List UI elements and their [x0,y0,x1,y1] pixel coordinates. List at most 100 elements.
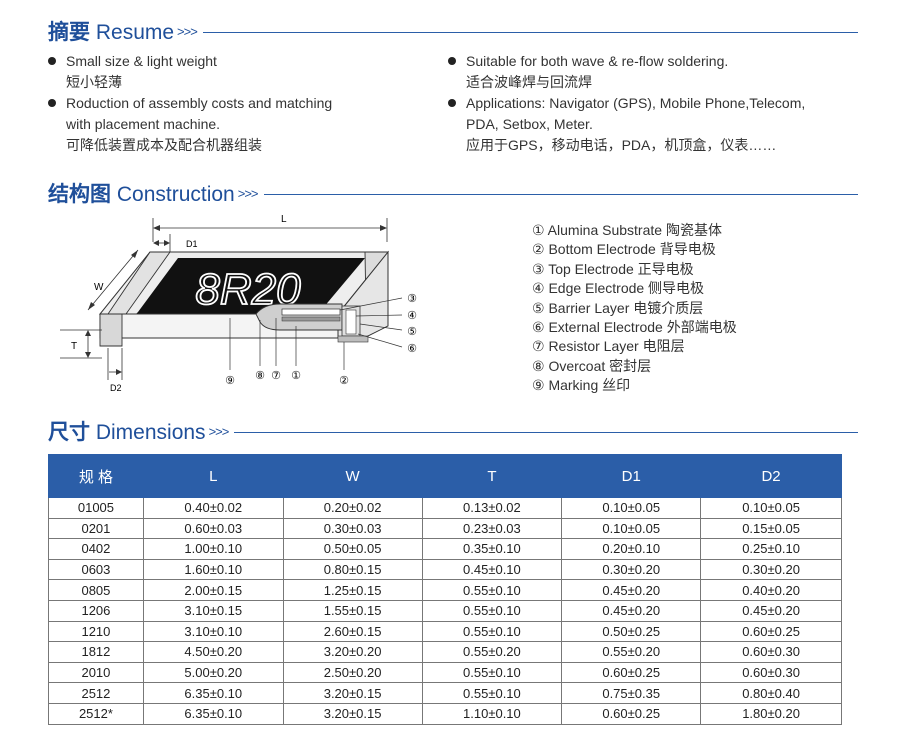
table-cell: 0.20±0.02 [282,497,423,519]
table-cell: 0201 [48,517,144,540]
legend-item: ⑦ Resistor Layer 电阻层 [532,338,685,355]
table-cell: 0.13±0.02 [421,497,563,519]
construction-title: 结构图 Construction [48,183,235,206]
table-cell: 1.55±0.15 [282,599,423,622]
callout-9: ⑨ [225,375,235,387]
resume-heading: 摘要 Resume >>> [48,16,858,46]
table-cell: 0.55±0.20 [561,641,702,663]
table-cell: 0.55±0.10 [421,682,563,704]
resistor-construction-diagram: L D1 8R20 W T D2 ③ ④ ⑤ ⑥ [60,214,417,393]
table-cell: 0.55±0.10 [421,620,563,643]
table-cell: 4.50±0.20 [142,641,284,663]
table-cell: 0.55±0.10 [421,661,563,684]
table-cell: 0.80±0.15 [282,558,423,581]
table-cell: 0.20±0.10 [561,538,702,560]
header-d2: D2 [700,454,842,498]
table-cell: 0.60±0.30 [700,661,842,684]
feature-item: Applications: Navigator (GPS), Mobile Ph… [448,93,805,114]
table-cell: 0.60±0.30 [700,641,842,663]
feature-item: Roduction of assembly costs and matching [48,93,332,114]
bullet-icon [448,99,456,107]
table-cell: 0805 [48,579,144,601]
table-cell: 0.23±0.03 [421,517,563,540]
table-cell: 0.60±0.03 [142,517,284,540]
dim-label-l: L [281,214,287,225]
table-cell: 0402 [48,538,144,560]
table-cell: 2512 [48,682,144,704]
legend-item: ⑨ Marking 丝印 [532,377,631,394]
table-cell: 6.35±0.10 [142,702,284,725]
construction-rule [263,194,858,195]
table-cell: 3.20±0.15 [282,682,423,704]
header-t: T [421,454,563,498]
legend-item: ⑧ Overcoat 密封层 [532,357,652,374]
table-cell: 0.40±0.20 [700,579,842,601]
legend-item: ① Alumina Substrate 陶瓷基体 [532,222,722,238]
table-cell: 1812 [48,641,144,663]
resume-rule [202,32,858,33]
callout-1: ① [291,370,301,382]
legend-item: ⑥ External Electrode 外部端电极 [532,319,737,336]
table-cell: 1.00±0.10 [142,538,284,560]
table-cell: 0.30±0.20 [700,558,842,581]
callout-7: ⑦ [271,370,281,382]
dim-label-d1: D1 [186,239,198,249]
table-cell: 0.25±0.10 [700,538,842,560]
table-cell: 0.10±0.05 [700,497,842,519]
table-cell: 1210 [48,620,144,643]
table-cell: 3.10±0.15 [142,599,284,622]
table-cell: 0.45±0.20 [700,599,842,622]
callout-3: ③ [407,293,417,305]
table-cell: 0.30±0.03 [282,517,423,540]
dimensions-title: 尺寸 Dimensions [48,421,206,444]
header-w: W [282,454,423,498]
table-cell: 6.35±0.10 [142,682,284,704]
resume-title: 摘要 Resume [48,21,175,44]
feature-item: Suitable for both wave & re-flow solderi… [448,51,805,72]
table-cell: 0.50±0.05 [282,538,423,560]
table-cell: 0.80±0.40 [700,682,842,704]
callout-6: ⑥ [407,343,417,355]
table-cell: 0.10±0.05 [561,517,702,540]
dim-label-d2: D2 [110,383,122,393]
table-header-row: 规 格 L W T D1 D2 [48,454,842,498]
table-cell: 2.00±0.15 [142,579,284,601]
table-cell: 0.10±0.05 [561,497,702,519]
table-cell: 2010 [48,661,144,684]
table-cell: 0.45±0.10 [421,558,563,581]
legend-item: ⑤ Barrier Layer 电镀介质层 [532,299,704,316]
header-l: L [142,454,284,498]
table-cell: 0.45±0.20 [561,579,702,601]
legend-item: ② Bottom Electrode 背导电极 [532,241,716,258]
table-cell: 0.60±0.25 [561,702,702,725]
table-cell: 2512* [48,702,144,725]
table-cell: 0.55±0.20 [421,641,563,663]
table-cell: 0.60±0.25 [561,661,702,684]
dimensions-rule [234,432,858,433]
callout-2: ② [339,375,349,387]
table-cell: 1206 [48,599,144,622]
table-cell: 1.25±0.15 [282,579,423,601]
table-cell: 5.00±0.20 [142,661,284,684]
table-cell: 0.15±0.05 [700,517,842,540]
features-left: Small size & light weight 短小轻薄 Roduction… [48,51,332,156]
construction-arrows: >>> [237,185,259,201]
table-cell: 0.35±0.10 [421,538,563,560]
legend-item: ④ Edge Electrode 侧导电极 [532,280,705,297]
features-right: Suitable for both wave & re-flow solderi… [448,51,805,156]
dim-label-t: T [71,341,77,352]
callout-8: ⑧ [255,370,265,382]
feature-item: Small size & light weight [48,51,332,72]
table-cell: 2.50±0.20 [282,661,423,684]
dimensions-heading: 尺寸 Dimensions >>> [48,416,858,446]
table-cell: 1.60±0.10 [142,558,284,581]
